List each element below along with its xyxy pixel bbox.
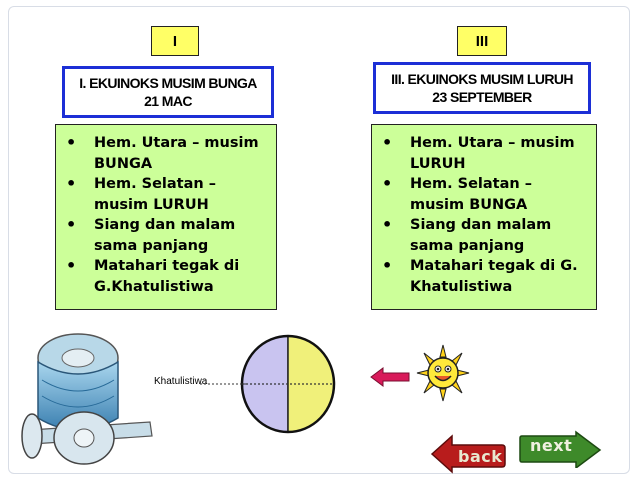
back-button[interactable]: back — [430, 434, 506, 474]
right-title-line1: III. EKUINOKS MUSIM LURUH — [391, 71, 573, 87]
earth-night-half — [241, 335, 289, 433]
earth-diagram — [240, 334, 336, 434]
next-button-label: next — [530, 436, 573, 455]
right-bullet-list: Hem. Utara – musim LURUH Hem. Selatan – … — [380, 133, 588, 297]
left-bullet-list: Hem. Utara – musim BUNGA Hem. Selatan – … — [64, 133, 268, 297]
list-item: Matahari tegak di G.Khatulistiwa — [64, 256, 268, 297]
spool-illustration — [21, 333, 153, 465]
list-item: Hem. Selatan – musim LURUH — [64, 174, 268, 215]
list-item: Siang dan malam sama panjang — [64, 215, 268, 256]
back-arrow-icon — [430, 434, 506, 474]
sun-ray-arrow-icon — [370, 367, 410, 387]
left-content-box: Hem. Utara – musim BUNGA Hem. Selatan – … — [55, 124, 277, 310]
sun-icon — [416, 344, 470, 402]
list-item: Hem. Utara – musim BUNGA — [64, 133, 268, 174]
right-tab-label: III — [457, 26, 507, 56]
list-item: Matahari tegak di G. Khatulistiwa — [380, 256, 588, 297]
equator-label: Khatulistiwa — [154, 376, 208, 387]
list-item: Hem. Utara – musim LURUH — [380, 133, 588, 174]
right-title-line2: 23 SEPTEMBER — [432, 89, 532, 105]
back-button-label: back — [458, 447, 503, 466]
left-title-line2: 21 MAC — [144, 93, 192, 109]
next-arrow-icon — [519, 430, 602, 468]
next-button[interactable]: next — [516, 430, 602, 468]
left-title-box: I. EKUINOKS MUSIM BUNGA 21 MAC — [62, 66, 274, 118]
list-item: Siang dan malam sama panjang — [380, 215, 588, 256]
equator-pointer — [200, 383, 246, 385]
list-item: Hem. Selatan – musim BUNGA — [380, 174, 588, 215]
right-content-box: Hem. Utara – musim LURUH Hem. Selatan – … — [371, 124, 597, 310]
left-title-line1: I. EKUINOKS MUSIM BUNGA — [79, 75, 257, 91]
left-tab-label: I — [151, 26, 199, 56]
right-title-box: III. EKUINOKS MUSIM LURUH 23 SEPTEMBER — [373, 62, 591, 114]
